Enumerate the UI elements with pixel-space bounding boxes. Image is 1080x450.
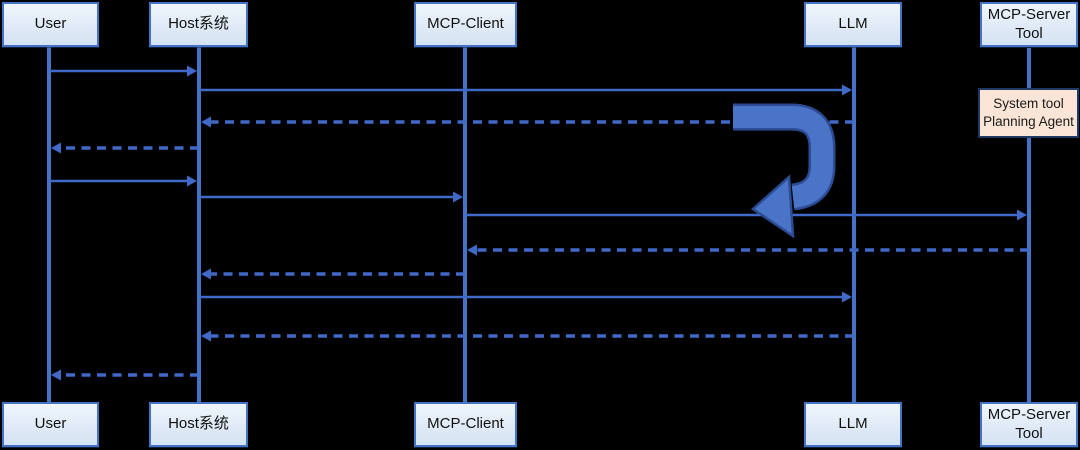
participant-label: User	[34, 415, 67, 433]
participant-label: Host系统	[168, 15, 229, 33]
participant-label: MCP-Client	[427, 415, 504, 433]
participant-label: MCP-Server Tool	[987, 405, 1071, 442]
message-11-arrowhead	[201, 330, 211, 342]
messages-layer	[49, 65, 1029, 381]
message-3-arrowhead	[201, 116, 211, 128]
participant-user-bottom: User	[2, 402, 99, 447]
participant-user-top: User	[2, 2, 99, 47]
message-12-arrowhead	[51, 369, 61, 381]
participant-label: Host系统	[168, 415, 229, 433]
participant-label: MCP-Server Tool	[987, 5, 1071, 42]
message-9-arrowhead	[201, 268, 211, 280]
participant-llm-top: LLM	[804, 2, 902, 47]
message-1-arrowhead	[187, 65, 197, 77]
participant-mcp-server-top: MCP-Server Tool	[980, 2, 1078, 47]
annotation-label: System tool Planning Agent	[983, 96, 1074, 129]
participant-llm-bottom: LLM	[804, 402, 902, 447]
message-2-arrowhead	[842, 84, 852, 96]
participant-mcp-client-bottom: MCP-Client	[414, 402, 517, 447]
message-10-arrowhead	[842, 291, 852, 303]
participant-label: User	[34, 15, 67, 33]
message-7-arrowhead	[1017, 209, 1027, 221]
participant-mcp-server-bottom: MCP-Server Tool	[980, 402, 1078, 447]
message-4-arrowhead	[51, 142, 61, 154]
participant-label: MCP-Client	[427, 15, 504, 33]
participant-host-top: Host系统	[149, 2, 248, 47]
participant-mcp-client-top: MCP-Client	[414, 2, 517, 47]
participant-host-bottom: Host系统	[149, 402, 248, 447]
loop-arrow-icon	[733, 103, 836, 239]
message-5-arrowhead	[187, 175, 197, 187]
lifelines	[47, 47, 1031, 403]
message-6-arrowhead	[453, 191, 463, 203]
annotation-system-tool-planning-agent: System tool Planning Agent	[978, 88, 1079, 138]
loop-arrowhead	[750, 174, 795, 239]
participant-label: LLM	[838, 415, 868, 433]
participant-label: LLM	[838, 15, 868, 33]
message-8-arrowhead	[467, 244, 477, 256]
loop-arrow-body	[733, 106, 833, 208]
